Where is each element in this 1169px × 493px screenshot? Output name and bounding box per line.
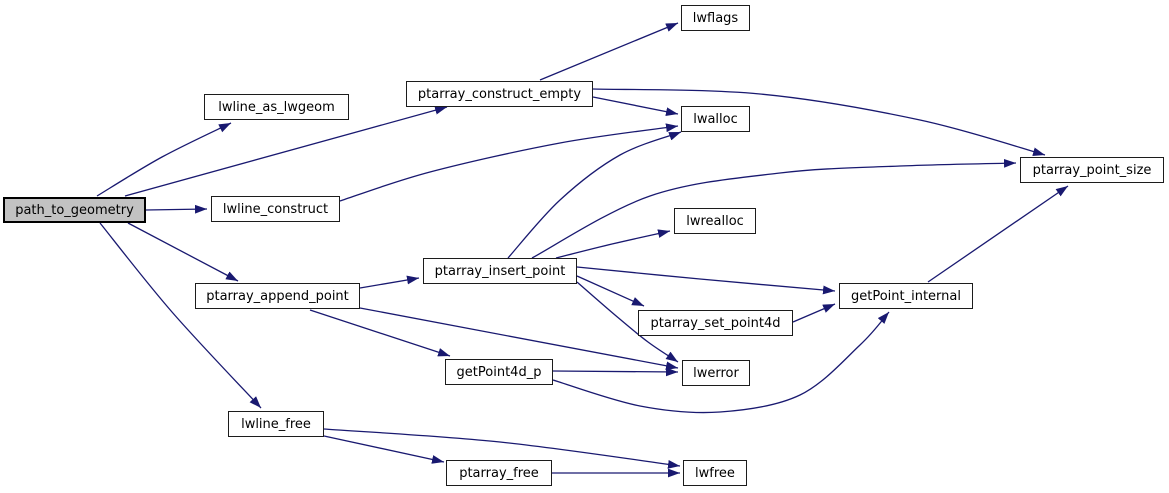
edge-getPoint4d_p-to-lwerror bbox=[552, 367, 679, 377]
edge-ptarray_construct_empty-to-lwflags bbox=[539, 22, 679, 81]
node-label: getPoint4d_p bbox=[456, 364, 542, 380]
node-label: lwline_as_lwgeom bbox=[218, 99, 335, 115]
node-ptarray_append_point[interactable]: ptarray_append_point bbox=[195, 283, 360, 309]
node-lwline_construct[interactable]: lwline_construct bbox=[211, 196, 340, 222]
node-label: lwrealloc bbox=[686, 213, 744, 229]
node-label: ptarray_point_size bbox=[1032, 162, 1152, 178]
node-label: ptarray_free bbox=[459, 465, 539, 481]
edge-ptarray_insert_point-to-lwrealloc bbox=[555, 229, 671, 259]
node-getPoint4d_p[interactable]: getPoint4d_p bbox=[445, 359, 553, 385]
edge-ptarray_insert_point-to-ptarray_point_size bbox=[531, 158, 1017, 259]
node-ptarray_construct_empty[interactable]: ptarray_construct_empty bbox=[406, 81, 593, 107]
edge-ptarray_insert_point-to-ptarray_set_point4d bbox=[576, 275, 645, 307]
node-label: path_to_geometry bbox=[15, 202, 134, 218]
node-lwline_as_lwgeom[interactable]: lwline_as_lwgeom bbox=[204, 94, 349, 120]
edge-getPoint_internal-to-ptarray_point_size bbox=[927, 185, 1069, 283]
node-label: lwfree bbox=[695, 465, 735, 481]
node-ptarray_free[interactable]: ptarray_free bbox=[446, 460, 552, 486]
edge-ptarray_construct_empty-to-lwalloc bbox=[592, 96, 679, 116]
node-lwrealloc[interactable]: lwrealloc bbox=[674, 208, 756, 234]
node-label: ptarray_construct_empty bbox=[417, 86, 582, 102]
edge-lwline_free-to-ptarray_free bbox=[323, 435, 445, 464]
node-ptarray_insert_point[interactable]: ptarray_insert_point bbox=[423, 258, 577, 284]
node-lwfree[interactable]: lwfree bbox=[683, 460, 747, 486]
edge-ptarray_insert_point-to-lwalloc bbox=[507, 131, 682, 259]
edge-lwline_construct-to-lwalloc bbox=[339, 123, 679, 202]
node-label: lwflags bbox=[692, 10, 739, 26]
node-lwerror[interactable]: lwerror bbox=[682, 360, 750, 386]
edge-lwline_free-to-lwfree bbox=[323, 428, 681, 469]
edge-ptarray_append_point-to-lwerror bbox=[359, 307, 679, 371]
node-path_to_geometry[interactable]: path_to_geometry bbox=[3, 197, 146, 223]
node-getPoint_internal[interactable]: getPoint_internal bbox=[839, 283, 973, 309]
edge-ptarray_append_point-to-getPoint4d_p bbox=[309, 309, 451, 357]
edge-path_to_geometry-to-ptarray_construct_empty bbox=[124, 105, 448, 197]
node-label: lwline_construct bbox=[222, 201, 329, 217]
node-ptarray_point_size[interactable]: ptarray_point_size bbox=[1020, 157, 1164, 183]
node-ptarray_set_point4d[interactable]: ptarray_set_point4d bbox=[638, 310, 793, 336]
edge-path_to_geometry-to-lwline_free bbox=[99, 222, 262, 409]
node-label: getPoint_internal bbox=[850, 288, 961, 304]
edge-path_to_geometry-to-ptarray_append_point bbox=[127, 222, 239, 282]
edge-ptarray_insert_point-to-getPoint_internal bbox=[576, 266, 836, 295]
edge-ptarray_set_point4d-to-getPoint_internal bbox=[792, 303, 836, 323]
node-label: lwline_free bbox=[241, 416, 311, 432]
node-label: ptarray_set_point4d bbox=[650, 315, 781, 331]
edge-path_to_geometry-to-lwline_construct bbox=[145, 204, 208, 214]
node-lwline_free[interactable]: lwline_free bbox=[228, 411, 324, 437]
edge-ptarray_append_point-to-ptarray_insert_point bbox=[359, 275, 420, 289]
node-label: lwalloc bbox=[693, 111, 738, 127]
call-edges bbox=[96, 22, 1069, 478]
edge-ptarray_insert_point-to-lwerror bbox=[576, 281, 679, 363]
node-lwalloc[interactable]: lwalloc bbox=[681, 106, 750, 132]
node-label: ptarray_append_point bbox=[206, 288, 349, 304]
node-label: lwerror bbox=[693, 365, 739, 381]
edge-getPoint4d_p-to-getPoint_internal bbox=[552, 311, 890, 414]
edge-path_to_geometry-to-lwline_as_lwgeom bbox=[96, 122, 232, 197]
node-lwflags[interactable]: lwflags bbox=[681, 5, 750, 31]
edge-ptarray_construct_empty-to-ptarray_point_size bbox=[592, 88, 1046, 156]
node-label: ptarray_insert_point bbox=[434, 263, 566, 279]
